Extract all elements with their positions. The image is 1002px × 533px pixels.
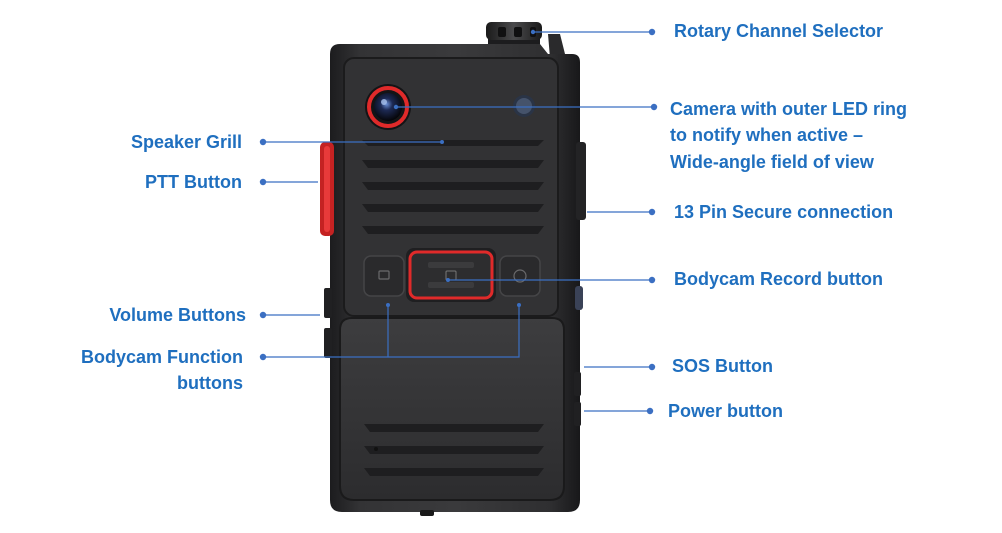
label-function-line2: buttons [177, 373, 243, 393]
label-13-pin-connection: 13 Pin Secure connection [674, 202, 894, 222]
leader-sos [584, 363, 656, 371]
battery-cover [339, 317, 565, 501]
label-sos-button: SOS Button [672, 356, 773, 376]
label-camera-line3: Wide-angle field of view [670, 152, 874, 172]
leader-function [263, 305, 520, 358]
label-volume-buttons: Volume Buttons [109, 305, 246, 325]
label-camera-line2: to notify when active – [670, 125, 864, 145]
leader-volume [259, 311, 320, 319]
label-function-line1: Bodycam Function [80, 347, 243, 367]
ptt-button [320, 142, 334, 236]
leader-rotary [530, 28, 656, 36]
label-power-button: Power button [668, 401, 783, 421]
function-button-right [499, 255, 541, 297]
leader-ptt [259, 178, 318, 186]
label-speaker-grill: Speaker Grill [130, 132, 242, 152]
light-sensor [513, 95, 535, 117]
label-camera-line1: Camera with outer LED ring [670, 99, 908, 119]
label-ptt-button: PTT Button [145, 172, 242, 192]
label-bodycam-record-button: Bodycam Record button [674, 269, 884, 289]
leader-pin [587, 208, 656, 216]
leader-record [446, 276, 656, 284]
leader-speaker [259, 138, 444, 146]
leader-lines [259, 28, 658, 415]
leader-power [584, 407, 654, 415]
function-button-left [363, 255, 405, 297]
label-rotary-channel-selector: Rotary Channel Selector [674, 21, 884, 41]
leader-camera [393, 103, 658, 111]
record-button [406, 248, 496, 302]
